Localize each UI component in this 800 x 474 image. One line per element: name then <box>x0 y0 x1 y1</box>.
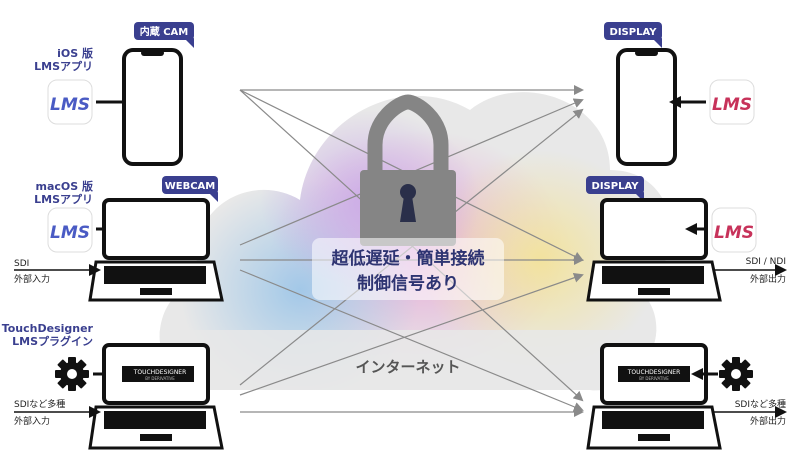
sdi-input-line-1: SDI <box>14 259 29 269</box>
lms-app-icon: LMS <box>47 207 93 253</box>
td-screen-text-1: TOUCHDESIGNER <box>133 369 187 376</box>
padlock-icon <box>360 94 456 246</box>
ios-label-line-2: LMSアプリ <box>34 59 93 73</box>
display-laptop <box>586 198 722 302</box>
td-screen-text-2: BY DERIVATIVE <box>145 376 175 381</box>
gear-icon <box>719 357 753 391</box>
internal-cam-badge-label: 内蔵 CAM <box>140 25 189 38</box>
internal-cam-badge: 内蔵 CAM <box>134 22 194 48</box>
sdi-input-line-2: 外部入力 <box>14 273 50 285</box>
mac-label-line-1: macOS 版 <box>35 179 93 193</box>
td-label-line-1: TouchDesigner <box>2 322 94 335</box>
ios-label-line-1: iOS 版 <box>57 46 93 60</box>
gear-icon <box>55 357 89 391</box>
internet-label: インターネット <box>355 358 460 376</box>
td-screen-text-1: TOUCHDESIGNER <box>627 369 681 376</box>
connection-line <box>239 269 584 412</box>
connection-line <box>239 272 584 396</box>
display-badge: DISPLAY <box>604 22 662 48</box>
mac-label-line-2: LMSアプリ <box>34 192 93 206</box>
touchdesigner-laptop: TOUCHDESIGNER BY DERIVATIVE <box>586 343 722 450</box>
webcam-badge-label: WEBCAM <box>165 181 216 192</box>
td-label-line-2: LMSプラグイン <box>12 334 93 348</box>
lms-app-icon: LMS <box>47 79 93 125</box>
touchdesigner-laptop: TOUCHDESIGNER BY DERIVATIVE <box>88 343 224 450</box>
lms-app-icon: LMS <box>709 79 755 125</box>
lms-app-logo: LMS <box>712 95 752 115</box>
lms-app-logo: LMS <box>714 223 754 243</box>
ios-phone <box>122 48 183 166</box>
multi-output-line-1: SDIなど多種 <box>735 398 786 410</box>
lms-app-icon: LMS <box>711 207 757 253</box>
multi-input-line-1: SDIなど多種 <box>14 398 65 410</box>
td-screen-text-2: BY DERIVATIVE <box>639 376 669 381</box>
webcam-badge: WEBCAM <box>162 176 218 202</box>
display-badge-label: DISPLAY <box>610 27 658 38</box>
display-badge-label: DISPLAY <box>592 181 640 192</box>
sdi-output-line-2: 外部出力 <box>750 273 786 285</box>
caption-box: 超低遅延・簡単接続 制御信号あり <box>312 238 504 300</box>
lms-app-logo: LMS <box>50 223 90 243</box>
multi-output-line-2: 外部出力 <box>750 415 786 427</box>
display-phone <box>616 48 677 166</box>
multi-input-line-2: 外部入力 <box>14 415 50 427</box>
mac-laptop <box>88 198 224 302</box>
lms-app-logo: LMS <box>50 95 90 115</box>
sdi-output-line-1: SDI / NDI <box>746 257 786 267</box>
caption-line-1: 超低遅延・簡単接続 <box>332 248 485 269</box>
caption-line-2: 制御信号あり <box>357 273 459 294</box>
